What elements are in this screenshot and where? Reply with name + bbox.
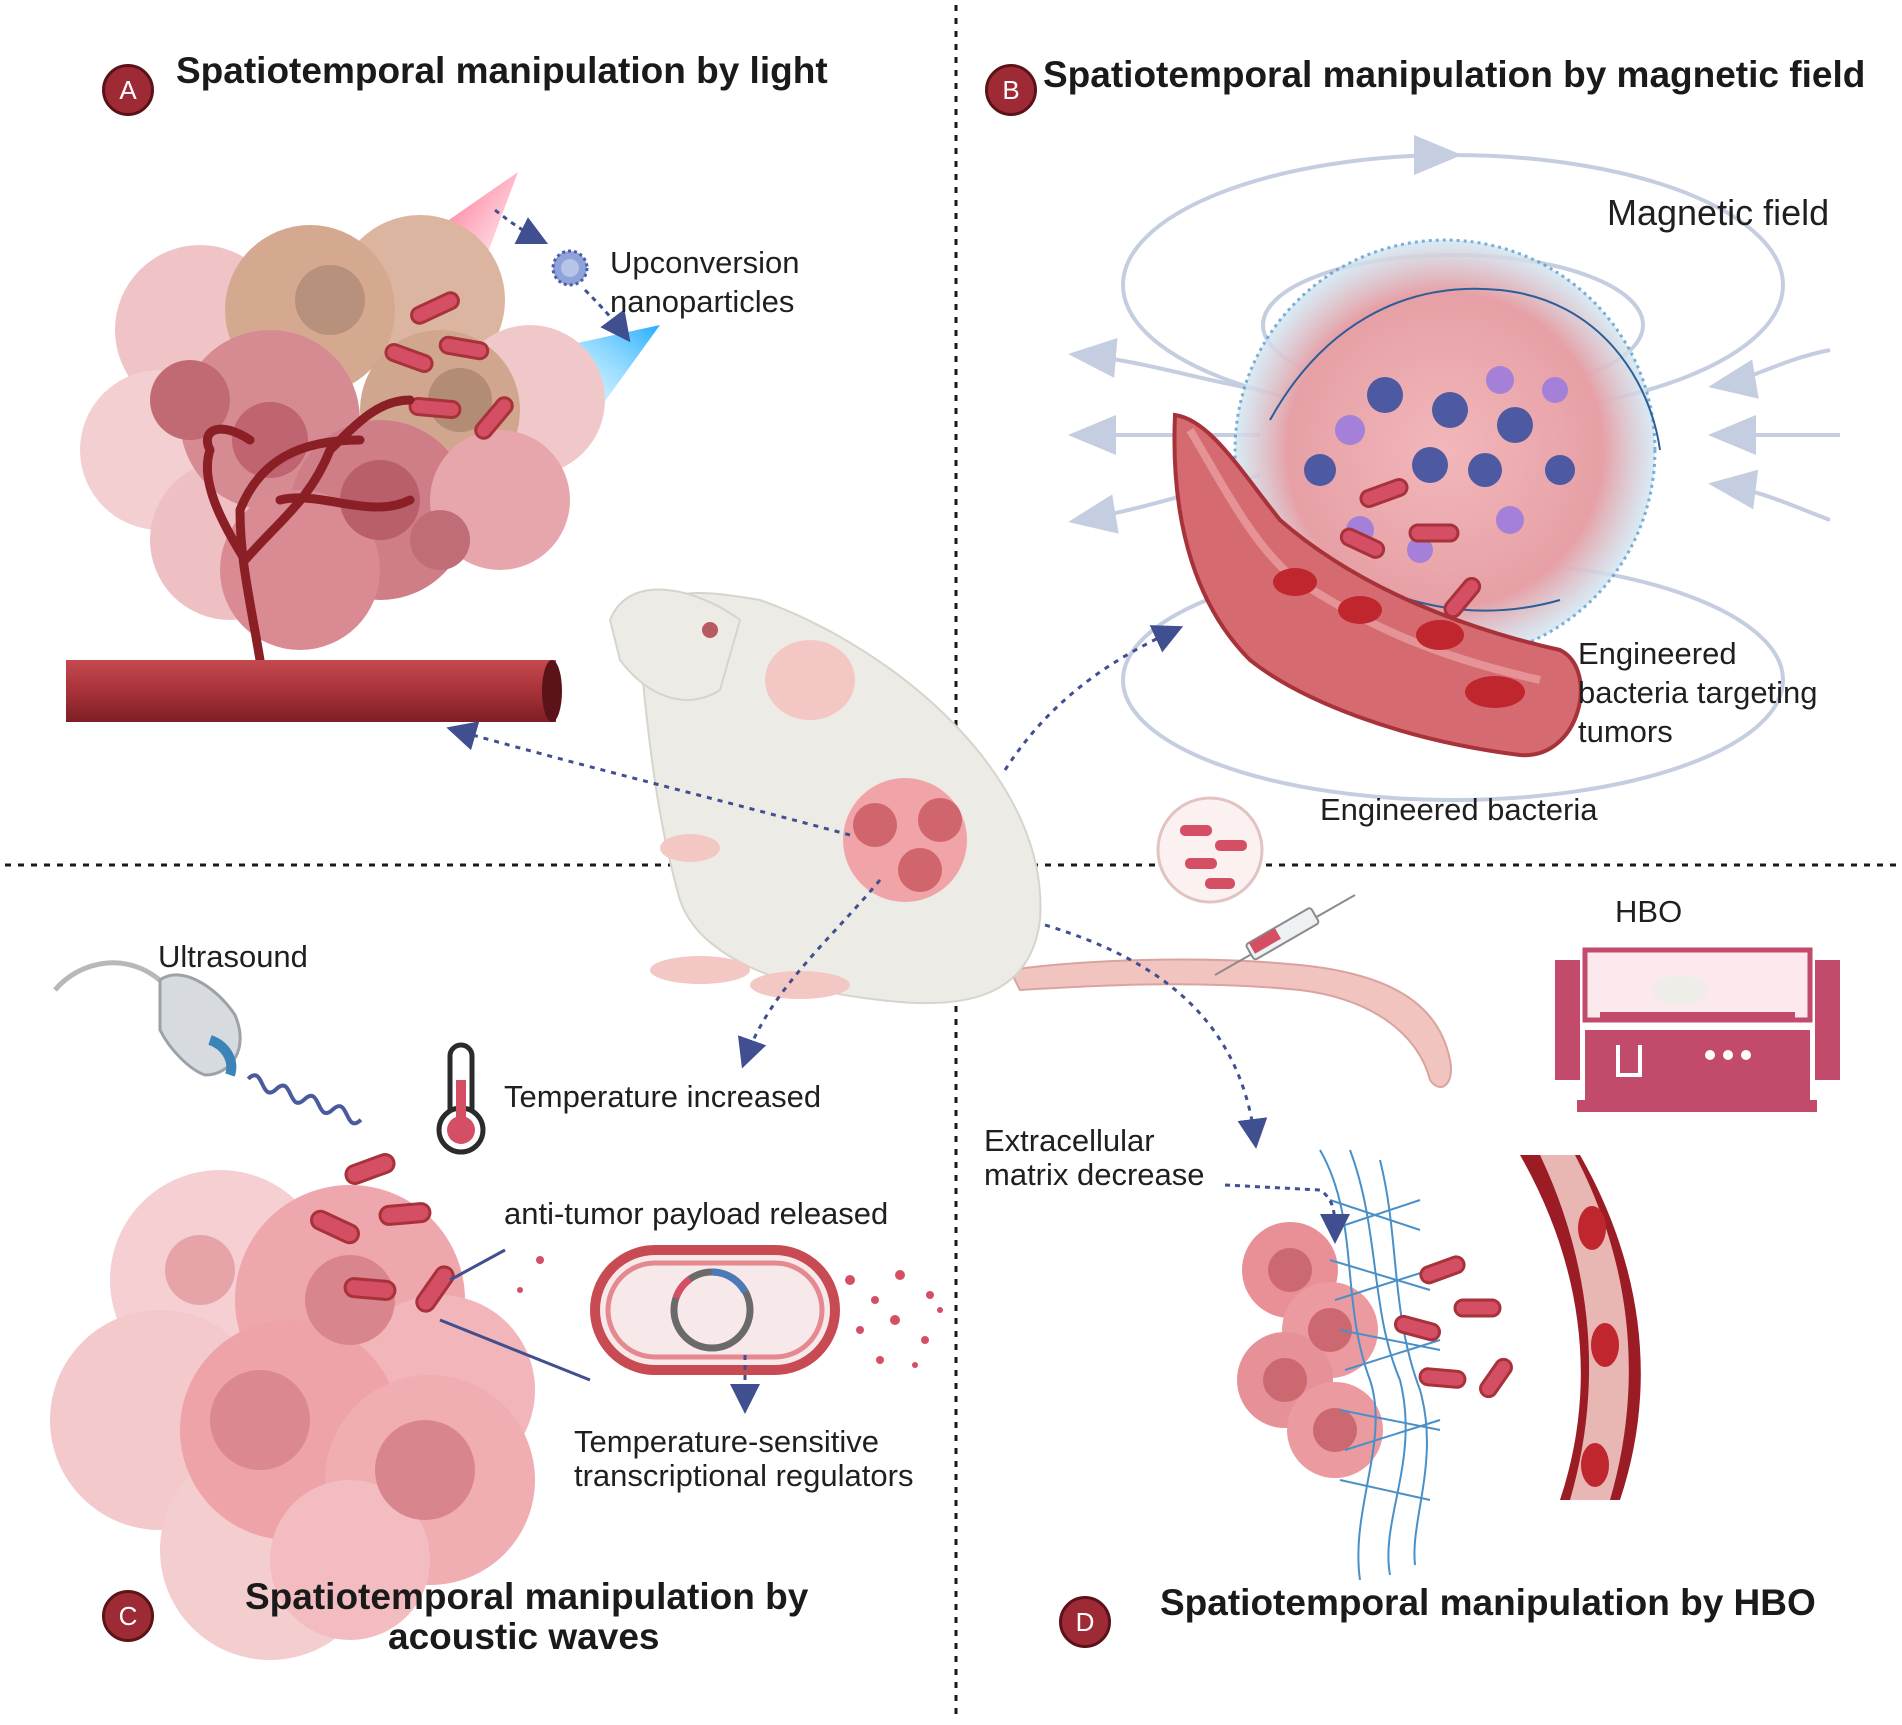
engineered-targeting-line1: Engineered <box>1578 636 1737 671</box>
light-arrow-2 <box>583 288 631 343</box>
tumor-cluster-d <box>1237 1222 1383 1478</box>
extracellular-matrix <box>1319 1149 1441 1581</box>
light-arrow-1 <box>494 208 549 245</box>
engineered-bacteria-bubble <box>1156 796 1264 904</box>
blood-vessel-b <box>1172 412 1583 758</box>
upconversion-label-line1: Upconversion <box>610 245 800 280</box>
thermometer-icon <box>436 1042 486 1155</box>
ultrasound-probe-icon <box>53 960 363 1126</box>
upconversion-label-line2: nanoparticles <box>610 284 795 319</box>
ecm-label-line1: Extracellular <box>984 1123 1155 1158</box>
payload-released-label: anti-tumor payload released <box>504 1196 889 1231</box>
bacteria-d <box>1393 1255 1513 1399</box>
engineered-targeting-line2: bacteria targeting <box>1578 675 1818 710</box>
payload-particles <box>517 1256 943 1368</box>
blood-vessel-d <box>1520 1155 1641 1500</box>
panel-b-title: Spatiotemporal manipulation by magnetic … <box>1043 54 1866 95</box>
leader-lines-c <box>439 1248 591 1382</box>
panel-a-badge: A <box>102 64 154 116</box>
blood-vessel-a <box>66 395 562 722</box>
engineered-targeting-line3: tumors <box>1578 714 1673 749</box>
panel-c-title-line1: Spatiotemporal manipulation by <box>245 1576 809 1617</box>
temp-sensitive-line2: transcriptional regulators <box>574 1458 914 1493</box>
syringe-icon <box>1214 894 1356 976</box>
upconversion-nanoparticle-icon <box>551 249 589 287</box>
mouse-illustration <box>608 588 1452 1088</box>
panel-c-title-line2: acoustic waves <box>388 1616 660 1657</box>
temperature-increased-label: Temperature increased <box>504 1079 822 1114</box>
bacteria-c <box>309 1153 455 1313</box>
panel-b-badge: B <box>985 64 1037 116</box>
panel-a-title: Spatiotemporal manipulation by light <box>176 50 828 91</box>
hbo-chamber-icon <box>1555 947 1840 1112</box>
engineered-bacteria-label: Engineered bacteria <box>1320 792 1598 827</box>
tumor-cluster-c <box>50 1170 535 1660</box>
temp-sensitive-line1: Temperature-sensitive <box>574 1424 879 1459</box>
ecm-label-line2: matrix decrease <box>984 1157 1205 1192</box>
bacteria-b <box>1339 478 1482 619</box>
magnetic-field-label: Magnetic field <box>1607 192 1830 233</box>
panel-d-title: Spatiotemporal manipulation by HBO <box>1160 1582 1816 1623</box>
bacteria-a <box>384 291 514 440</box>
panel-d-badge: D <box>1059 1596 1111 1648</box>
panel-c-badge: C <box>102 1590 154 1642</box>
hbo-label: HBO <box>1615 894 1683 929</box>
connection-arrows <box>446 625 1268 1149</box>
quadrant-dividers <box>5 5 1898 1720</box>
ultrasound-label: Ultrasound <box>158 939 308 974</box>
bacterium-cross-section <box>590 1245 840 1414</box>
